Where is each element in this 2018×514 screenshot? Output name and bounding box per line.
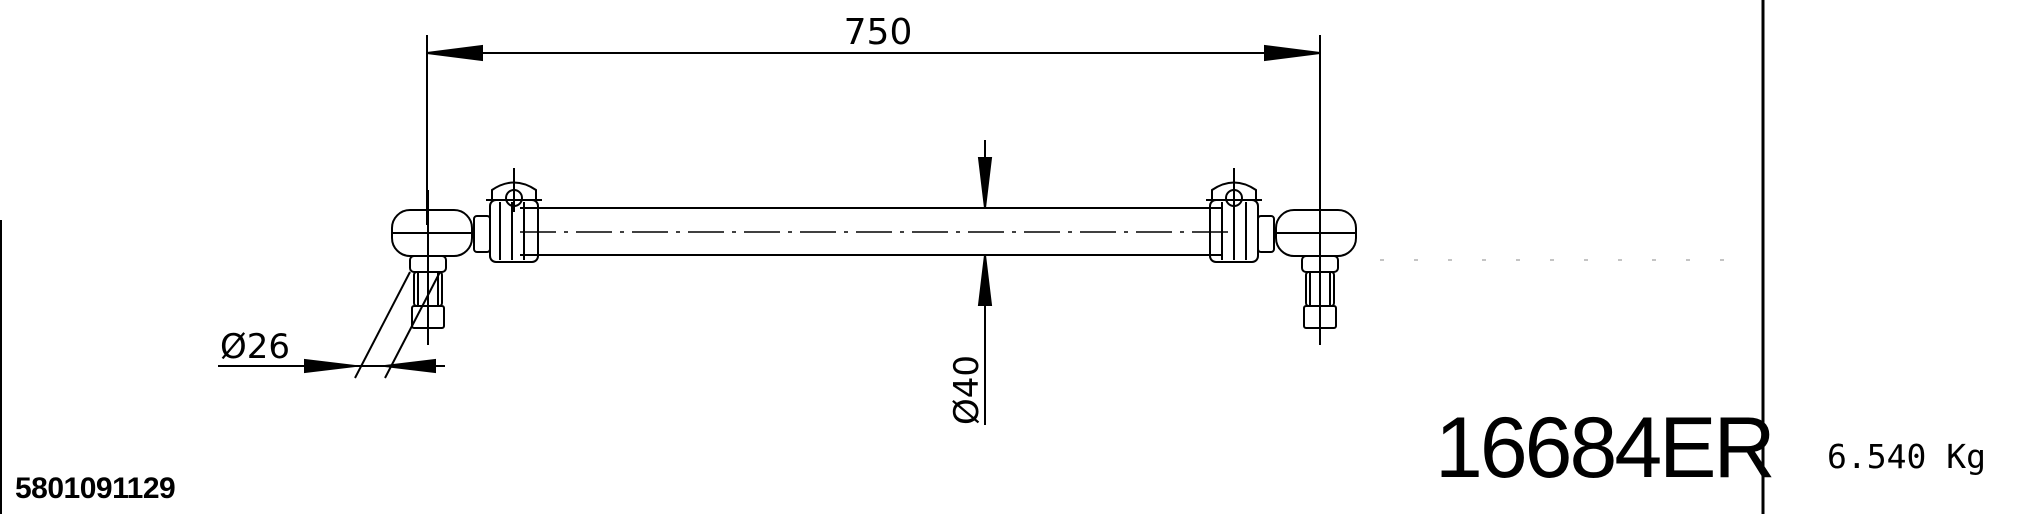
right-clamp [1206,168,1275,263]
tube-diameter-label: Ø40 [947,355,987,425]
tube [520,207,1230,256]
reference-code: 5801091129 [15,472,176,505]
length-dimension-label: 750 [844,12,913,53]
left-clamp [473,168,542,263]
stud-diameter-dimension [218,271,445,379]
weight-label: 6.540 Kg [1827,437,1986,476]
tube-diameter-dimension [977,140,993,425]
stud-diameter-label: Ø26 [220,327,290,367]
part-number: 16684ER [1435,400,1776,496]
length-dimension [426,35,1321,225]
left-ball-joint [391,190,473,345]
right-ball-joint [1275,190,1357,345]
